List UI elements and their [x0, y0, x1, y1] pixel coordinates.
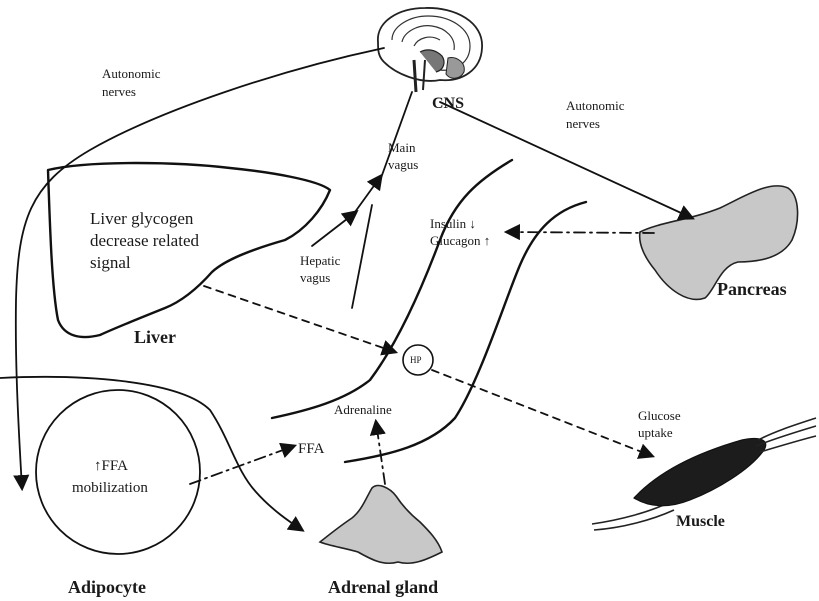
main-vagus-arrow: [355, 176, 381, 212]
muscle-label: Muscle: [676, 513, 725, 530]
main-vagus-lower-line: [352, 205, 372, 308]
hepatic-vagus-arrow: [312, 212, 356, 246]
autonomic-nerve-left-arrow: [16, 48, 384, 488]
ffa-label: FFA: [298, 441, 325, 457]
hp-to-muscle-arrow: [432, 370, 652, 456]
liver-label: Liver: [134, 327, 176, 347]
liver-outline: [48, 163, 330, 337]
ffa-mobilization-arrow: [190, 446, 294, 484]
autonomic-nerves-right-label: Autonomic nerves: [566, 98, 628, 131]
adipocyte-label: Adipocyte: [68, 577, 146, 597]
pancreas-hormone-arrow: [507, 232, 654, 233]
ffa-mobilization-label: ↑FFA mobilization: [72, 458, 148, 496]
glucose-uptake-label: Glucose uptake: [638, 408, 684, 440]
glucagon-label: Glucagon ↑: [430, 233, 490, 248]
adrenaline-label: Adrenaline: [334, 402, 392, 417]
cns-label: CNS: [432, 95, 464, 112]
liver-to-hp-arrow: [204, 286, 395, 352]
main-vagus-label: Main vagus: [388, 140, 419, 172]
hp-label: HP: [410, 355, 422, 365]
liver-signal-label: Liver glycogen decrease related signal: [90, 209, 203, 272]
nerve-to-adrenal-arrow: [0, 377, 302, 530]
autonomic-nerves-left-label: Autonomic nerves: [102, 66, 164, 99]
brain-icon: [378, 8, 482, 92]
insulin-label: Insulin ↓: [430, 216, 476, 231]
adrenal-gland-label: Adrenal gland: [328, 577, 438, 597]
pancreas-label: Pancreas: [717, 279, 787, 299]
adrenal-to-adrenaline-arrow: [376, 422, 385, 484]
hepatic-vagus-label: Hepatic vagus: [300, 253, 344, 285]
adrenal-gland-icon: [320, 486, 442, 564]
